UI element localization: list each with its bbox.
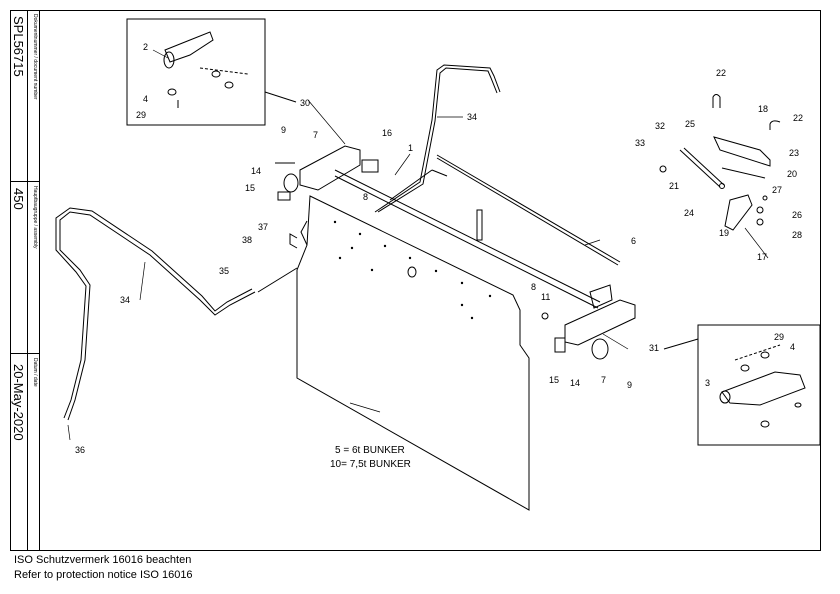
callout-19: 19 <box>719 228 729 238</box>
doc-number-cell: SPL56715 Dokumentnummer / document numbe… <box>10 10 40 182</box>
doc-number: SPL56715 <box>11 16 26 77</box>
callout-17: 17 <box>757 252 767 262</box>
callout-9-right: 9 <box>627 380 632 390</box>
callout-33: 33 <box>635 138 645 148</box>
callout-38: 38 <box>242 235 252 245</box>
callout-15-right: 15 <box>549 375 559 385</box>
callout-7-right: 7 <box>601 375 606 385</box>
callout-31: 31 <box>649 343 659 353</box>
callout-4-right: 4 <box>790 342 795 352</box>
callout-20: 20 <box>787 169 797 179</box>
callout-9-left: 9 <box>281 125 286 135</box>
callout-6: 6 <box>631 236 636 246</box>
assembly-caption: Hauptbaugruppe / assembly <box>32 186 38 249</box>
drawing-frame <box>10 10 821 551</box>
detail-leader-left <box>264 91 297 103</box>
detail-left-parts <box>163 31 249 108</box>
detail-leader-right <box>663 338 699 350</box>
footer-protection-notice-de: ISO Schutzvermerk 16016 beachten <box>14 554 192 566</box>
date-value: 20-May-2020 <box>11 364 26 441</box>
callout-26: 26 <box>792 210 802 220</box>
bunker-plate <box>296 195 530 511</box>
callout-34-left: 34 <box>120 295 130 305</box>
bunker-note-line2: 10= 7,5t BUNKER <box>330 459 411 470</box>
callout-37: 37 <box>258 222 268 232</box>
left-bracket-assembly <box>275 145 379 249</box>
plate-round-hole <box>407 266 417 278</box>
callout-3: 3 <box>705 378 710 388</box>
hose-top <box>374 64 501 213</box>
plate-holes <box>333 220 492 320</box>
callout-29-right: 29 <box>774 332 784 342</box>
main-shaft <box>334 169 601 309</box>
callout-36: 36 <box>75 445 85 455</box>
callout-8-left: 8 <box>363 192 368 202</box>
callout-18: 18 <box>758 104 768 114</box>
date-caption: Datum / date <box>32 358 38 387</box>
footer-protection-notice-en: Refer to protection notice ISO 16016 <box>14 569 193 581</box>
callout-23: 23 <box>789 148 799 158</box>
callout-29-left: 29 <box>136 110 146 120</box>
callout-leaders <box>67 49 769 441</box>
exploded-view-drawing: 1 2 3 4 4 6 7 7 8 8 9 9 11 14 14 15 15 1… <box>55 18 820 511</box>
callout-14-left: 14 <box>251 166 261 176</box>
callout-22-right: 22 <box>793 113 803 123</box>
callout-28: 28 <box>792 230 802 240</box>
callout-1: 1 <box>408 143 413 153</box>
detail-right-parts <box>719 344 806 428</box>
hose-left <box>59 211 256 421</box>
detail-box-right <box>697 324 820 446</box>
callout-11: 11 <box>541 292 550 302</box>
callout-15-left: 15 <box>245 183 255 193</box>
title-block-sidebar: SPL56715 Dokumentnummer / document numbe… <box>10 10 40 551</box>
bunker-note-line1: 5 = 6t BUNKER <box>335 445 405 456</box>
callout-21: 21 <box>669 181 679 191</box>
callout-4-left: 4 <box>143 94 148 104</box>
date-cell: 20-May-2020 Datum / date <box>10 354 40 551</box>
callout-34-top: 34 <box>467 112 477 122</box>
callout-30: 30 <box>300 98 310 108</box>
callout-25: 25 <box>685 119 695 129</box>
doc-number-caption: Dokumentnummer / document number <box>32 14 38 100</box>
callout-2: 2 <box>143 42 148 52</box>
callout-27: 27 <box>772 185 782 195</box>
assembly-cell: 450 Hauptbaugruppe / assembly <box>10 182 40 354</box>
right-linkage <box>659 94 781 231</box>
callout-14-right: 14 <box>570 378 580 388</box>
callout-24: 24 <box>684 208 694 218</box>
right-bracket-assembly <box>541 284 636 360</box>
callout-8-right: 8 <box>531 282 536 292</box>
callout-16: 16 <box>382 128 392 138</box>
callout-7-left: 7 <box>313 130 318 140</box>
callout-22-top: 22 <box>716 68 726 78</box>
strip-rod <box>436 154 621 266</box>
callout-32: 32 <box>655 121 665 131</box>
callout-35: 35 <box>219 266 229 276</box>
detail-box-left <box>126 18 266 126</box>
assembly-number: 450 <box>11 188 26 210</box>
